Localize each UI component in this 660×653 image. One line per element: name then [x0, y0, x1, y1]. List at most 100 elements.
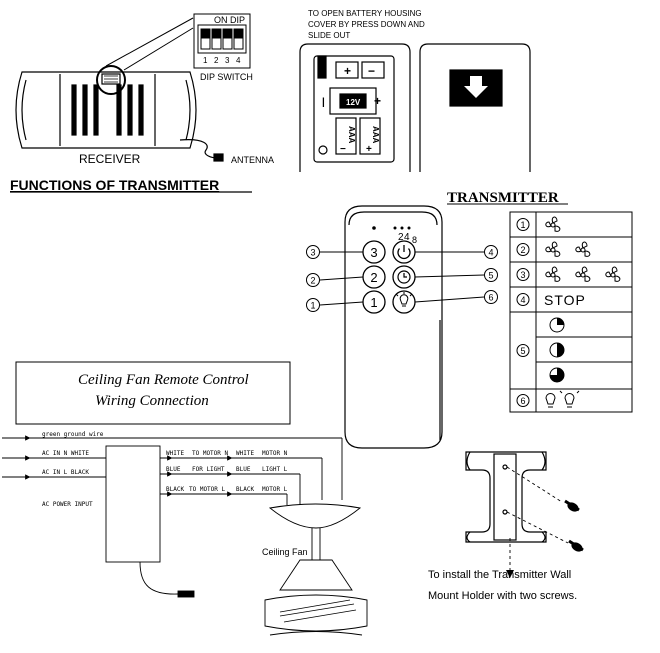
dip-number-4: 4: [236, 56, 241, 65]
black-wire-label-2: BLACK: [236, 486, 254, 493]
light-bulb-icon: [545, 393, 556, 408]
receiver-vent-slots: [71, 84, 144, 136]
callout-2: 2: [306, 273, 320, 287]
white-wire-label-2: WHITE: [236, 450, 254, 457]
dip-on-label: ON DIP: [214, 15, 245, 25]
to-motor-l-label: TO MOTOR L: [189, 486, 226, 493]
battery-minus-bottom: −: [340, 144, 346, 155]
svg-text:4: 4: [488, 248, 493, 258]
speed-1-button[interactable]: 1: [362, 290, 386, 314]
battery-housing: [299, 43, 411, 172]
fan-icon: [575, 241, 591, 257]
motor-n-label: MOTOR N: [262, 450, 288, 457]
svg-text:6: 6: [520, 396, 525, 406]
svg-text:1: 1: [310, 301, 315, 311]
svg-text:4: 4: [520, 295, 525, 305]
timer-button[interactable]: [392, 265, 416, 289]
ceiling-fan-label: Ceiling Fan: [262, 547, 308, 557]
fan-icon: [545, 216, 561, 232]
functions-title: FUNCTIONS OF TRANSMITTER: [10, 177, 219, 193]
svg-text:5: 5: [520, 346, 525, 356]
screw-icon: [568, 539, 584, 552]
battery-plus-right: +: [374, 94, 381, 108]
function-table: [509, 211, 633, 413]
battery-12v-label: 12V: [346, 98, 361, 107]
antenna-label: ANTENNA: [231, 155, 274, 165]
svg-text:5: 5: [488, 271, 493, 281]
callout-5: 5: [484, 268, 498, 282]
receiver-unit: [15, 17, 224, 162]
battery-cover: [419, 43, 531, 172]
ac-power-input-label: AC POWER INPUT: [42, 501, 93, 508]
stop-label: STOP: [544, 292, 586, 308]
svg-text:2: 2: [520, 245, 525, 255]
speed-2-button-label: 2: [370, 270, 377, 285]
green-ground-label: green ground wire: [42, 431, 104, 438]
timer-3h-icon: [549, 367, 565, 383]
wall-mount-holder: [465, 451, 547, 543]
callout-1: 1: [306, 298, 320, 312]
light-bulb-on-icon: [559, 390, 580, 408]
fan-icon: [575, 266, 591, 282]
speed-indicator: 2 4 8: [393, 226, 417, 245]
wiring-title-box: [15, 361, 291, 425]
for-light-label: FOR LIGHT: [192, 466, 225, 473]
battery-aaa-left: AAA: [347, 126, 356, 144]
svg-text:1: 1: [520, 220, 525, 230]
light-button[interactable]: [392, 290, 416, 314]
clock-icon: [397, 270, 411, 284]
wall-mount-instruction-line-2: Mount Holder with two screws.: [428, 590, 577, 602]
battery-plus-top: +: [344, 64, 351, 78]
dip-number-3: 3: [225, 56, 230, 65]
dip-switch-caption: DIP SWITCH: [200, 72, 253, 82]
table-row-num-3: 3: [516, 268, 530, 281]
timer-2h-icon: [549, 342, 565, 358]
dip-number-2: 2: [214, 56, 219, 65]
callout-4: 4: [484, 245, 498, 259]
ac-in-l-label: AC IN L BLACK: [42, 469, 89, 476]
speed-label-2: 2: [398, 232, 404, 243]
svg-text:3: 3: [310, 248, 315, 258]
table-row-num-4: 4: [516, 293, 530, 306]
speed-1-button-label: 1: [370, 295, 377, 310]
wiring-title-line-1: Ceiling Fan Remote Control: [78, 372, 249, 388]
dip-switch: [193, 13, 251, 69]
callout-3: 3: [306, 245, 320, 259]
speed-label-8: 8: [412, 235, 417, 245]
power-icon: [397, 245, 411, 260]
black-wire-label: BLACK: [166, 486, 184, 493]
wiring-title-line-2: Wiring Connection: [95, 393, 209, 409]
transmitter-title: TRANSMITTER: [447, 190, 559, 206]
wiring-arrows: [20, 435, 233, 497]
speed-3-button[interactable]: 3: [362, 240, 386, 264]
power-button[interactable]: [392, 240, 416, 264]
light-bulb-icon: [395, 292, 413, 307]
battery-minus-left: |: [322, 97, 325, 108]
wiring-lines: [2, 437, 368, 636]
speed-3-button-label: 3: [370, 245, 377, 260]
wall-mount-instruction-line-1: To install the Transmitter Wall: [428, 569, 571, 581]
callout-lines: [319, 251, 485, 306]
battery-note-line-1: TO OPEN BATTERY HOUSING: [308, 9, 422, 18]
dip-number-1: 1: [203, 56, 208, 65]
svg-text:2: 2: [310, 276, 315, 286]
svg-text:6: 6: [488, 293, 493, 303]
table-row-num-6: 6: [516, 394, 530, 407]
timer-1h-icon: [549, 317, 565, 333]
mount-screw-lines: [506, 466, 569, 572]
to-motor-n-label: TO MOTOR N: [192, 450, 229, 457]
speed-2-button[interactable]: 2: [362, 265, 386, 289]
light-l-label: LIGHT L: [262, 466, 288, 473]
battery-minus-top: −: [368, 64, 375, 78]
fan-icon: [545, 266, 561, 282]
blue-wire-label-2: BLUE: [236, 466, 251, 473]
receiver-label: RECEIVER: [79, 152, 141, 166]
callout-6: 6: [484, 290, 498, 304]
down-arrow-icon: [506, 570, 514, 578]
table-row-num-5: 5: [516, 344, 530, 357]
battery-aaa-right: AAA: [371, 126, 380, 144]
speed-label-4: 4: [404, 232, 410, 243]
battery-plus-bottom: +: [366, 144, 372, 155]
ac-in-n-label: AC IN N WHITE: [42, 450, 89, 457]
motor-l-label: MOTOR L: [262, 486, 288, 493]
